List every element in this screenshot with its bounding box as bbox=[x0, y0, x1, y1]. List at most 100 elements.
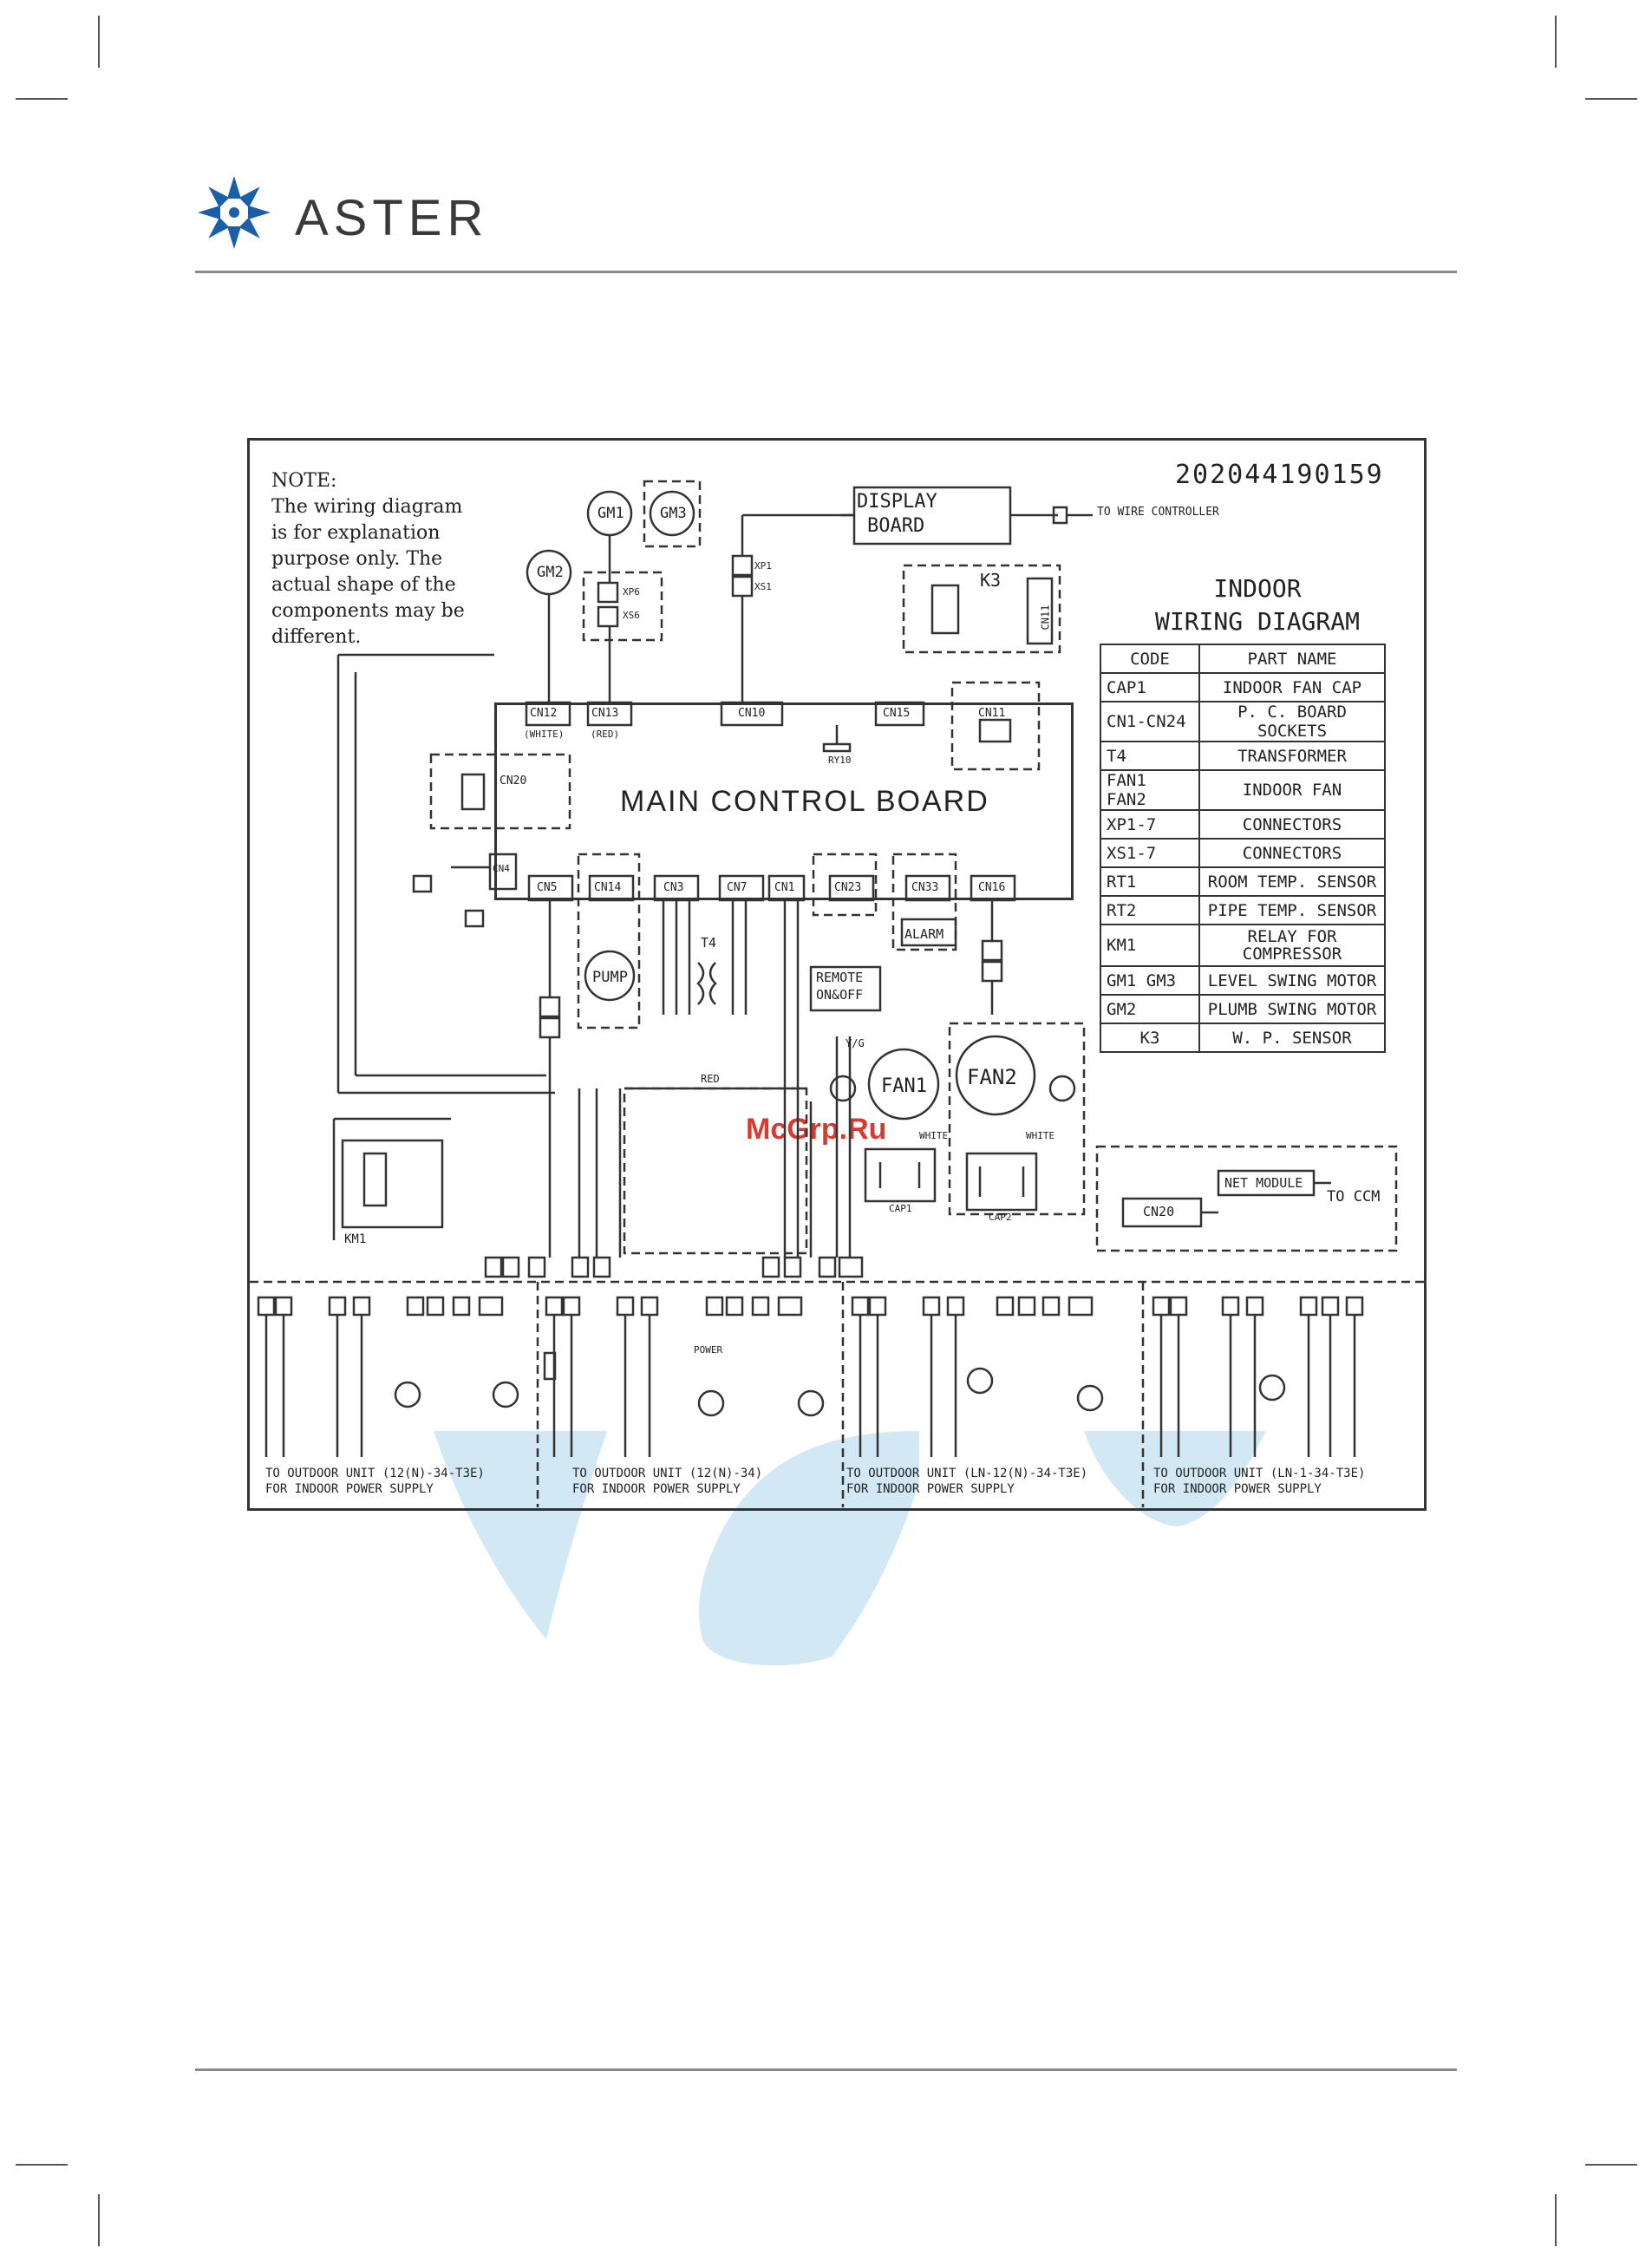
cn13-label: CN13 bbox=[591, 707, 619, 720]
cn23-label: CN23 bbox=[834, 881, 862, 894]
power-label: POWER bbox=[694, 1344, 723, 1356]
cap1-label: CAP1 bbox=[889, 1203, 912, 1214]
cn12-label: CN12 bbox=[530, 707, 558, 720]
wiring-diagram-frame bbox=[247, 438, 1427, 1511]
outdoor-label-line: TO OUTDOOR UNIT (LN-12(N)-34-T3E) bbox=[846, 1467, 1088, 1480]
to-wire-controller-label: TO WIRE CONTROLLER bbox=[1097, 506, 1219, 519]
header-name: PART NAME bbox=[1198, 644, 1386, 674]
xp1-label: XP1 bbox=[754, 560, 772, 572]
fan2-label: FAN2 bbox=[967, 1065, 1017, 1089]
xp6-label: XP6 bbox=[623, 586, 640, 598]
part-name: ROOM TEMP. SENSOR bbox=[1198, 866, 1386, 897]
cap2-label: CAP2 bbox=[989, 1212, 1012, 1223]
serial-number: 202044190159 bbox=[1175, 460, 1384, 490]
brand-name: ASTER bbox=[295, 190, 489, 246]
cn15-label: CN15 bbox=[883, 707, 911, 720]
header-code: CODE bbox=[1100, 644, 1200, 674]
footer-rule bbox=[195, 2068, 1457, 2071]
to-ccm-label: TO CCM bbox=[1327, 1188, 1381, 1206]
aster-logo-icon bbox=[198, 176, 271, 249]
note-line: actual shape of the bbox=[271, 574, 456, 596]
part-code: RT1 bbox=[1100, 866, 1200, 897]
ry10-label: RY10 bbox=[828, 755, 852, 766]
note-text: NOTE: The wiring diagram is for explanat… bbox=[271, 468, 465, 650]
cn12-note: (WHITE) bbox=[524, 729, 565, 740]
cn3-label: CN3 bbox=[663, 881, 684, 894]
xs6-label: XS6 bbox=[623, 610, 640, 621]
outdoor-label-line: FOR INDOOR POWER SUPPLY bbox=[846, 1482, 1015, 1496]
cn13-note: (RED) bbox=[591, 729, 620, 740]
diagram-title: INDOOR WIRING DIAGRAM bbox=[1127, 572, 1388, 638]
note-line: NOTE: bbox=[271, 470, 337, 492]
note-line: is for explanation bbox=[271, 522, 441, 544]
part-code: T4 bbox=[1100, 741, 1200, 771]
cn20-label: CN20 bbox=[500, 774, 527, 787]
part-code: GM2 bbox=[1100, 994, 1200, 1024]
outdoor-label-line: FOR INDOOR POWER SUPPLY bbox=[265, 1482, 434, 1496]
part-name: PLUMB SWING MOTOR bbox=[1198, 994, 1386, 1024]
cn33-label: CN33 bbox=[911, 881, 939, 894]
part-name: CONNECTORS bbox=[1198, 838, 1386, 868]
cn5-label: CN5 bbox=[537, 881, 558, 894]
k3-label: K3 bbox=[980, 570, 1002, 591]
xs1-label: XS1 bbox=[754, 581, 772, 592]
remote-label-2: ON&OFF bbox=[816, 987, 864, 1003]
part-name: P. C. BOARD SOCKETS bbox=[1198, 701, 1386, 742]
diagram-title-line1: INDOOR bbox=[1213, 574, 1302, 603]
crop-mark bbox=[1555, 16, 1557, 68]
part-code: RT2 bbox=[1100, 895, 1200, 925]
part-code: CN1-CN24 bbox=[1100, 701, 1200, 742]
t4-label: T4 bbox=[701, 935, 717, 951]
net-module-label: NET MODULE bbox=[1224, 1175, 1303, 1191]
crop-mark bbox=[1585, 98, 1637, 100]
cn1-label: CN1 bbox=[774, 881, 795, 894]
white-wire-label-2: WHITE bbox=[1026, 1130, 1055, 1141]
part-name: RELAY FOR COMPRESSOR bbox=[1198, 924, 1386, 967]
crop-mark bbox=[16, 2164, 68, 2166]
main-control-board bbox=[494, 702, 1074, 900]
part-code: GM1 GM3 bbox=[1100, 965, 1200, 996]
yg-label: Y/G bbox=[846, 1037, 865, 1049]
part-name: INDOOR FAN bbox=[1198, 769, 1386, 811]
crop-mark bbox=[1585, 2164, 1637, 2166]
part-code: CAP1 bbox=[1100, 672, 1200, 702]
note-line: The wiring diagram bbox=[271, 496, 463, 518]
outdoor-label-2: TO OUTDOOR UNIT (12(N)-34) FOR INDOOR PO… bbox=[572, 1466, 762, 1497]
part-name: TRANSFORMER bbox=[1198, 741, 1386, 771]
pump bbox=[584, 950, 636, 1002]
crop-mark bbox=[98, 2194, 100, 2246]
fan1-label: FAN1 bbox=[881, 1075, 927, 1097]
part-name: INDOOR FAN CAP bbox=[1198, 672, 1386, 702]
white-wire-label: WHITE bbox=[919, 1130, 949, 1141]
cn11-k3-label: CN11 bbox=[1039, 604, 1052, 631]
net-cn20-label: CN20 bbox=[1143, 1204, 1175, 1219]
outdoor-label-line: TO OUTDOOR UNIT (12(N)-34) bbox=[572, 1467, 763, 1480]
note-line: components may be bbox=[271, 600, 465, 622]
cn4-label: CN4 bbox=[493, 863, 510, 874]
watermark-text: McGrp.Ru bbox=[746, 1113, 887, 1146]
part-code: K3 bbox=[1100, 1023, 1200, 1053]
cn10-label: CN10 bbox=[738, 707, 766, 720]
outdoor-label-line: FOR INDOOR POWER SUPPLY bbox=[572, 1482, 741, 1496]
outdoor-label-3: TO OUTDOOR UNIT (LN-12(N)-34-T3E) FOR IN… bbox=[846, 1466, 1087, 1497]
km1-label: KM1 bbox=[344, 1232, 367, 1246]
part-name: PIPE TEMP. SENSOR bbox=[1198, 895, 1386, 925]
crop-mark bbox=[1555, 2194, 1557, 2246]
part-code: KM1 bbox=[1100, 924, 1200, 967]
gm1-label: GM1 bbox=[597, 505, 624, 522]
part-code: XP1-7 bbox=[1100, 809, 1200, 840]
outdoor-label-4: TO OUTDOOR UNIT (LN-1-34-T3E) FOR INDOOR… bbox=[1153, 1466, 1365, 1497]
red-wire-label: RED bbox=[701, 1073, 720, 1085]
